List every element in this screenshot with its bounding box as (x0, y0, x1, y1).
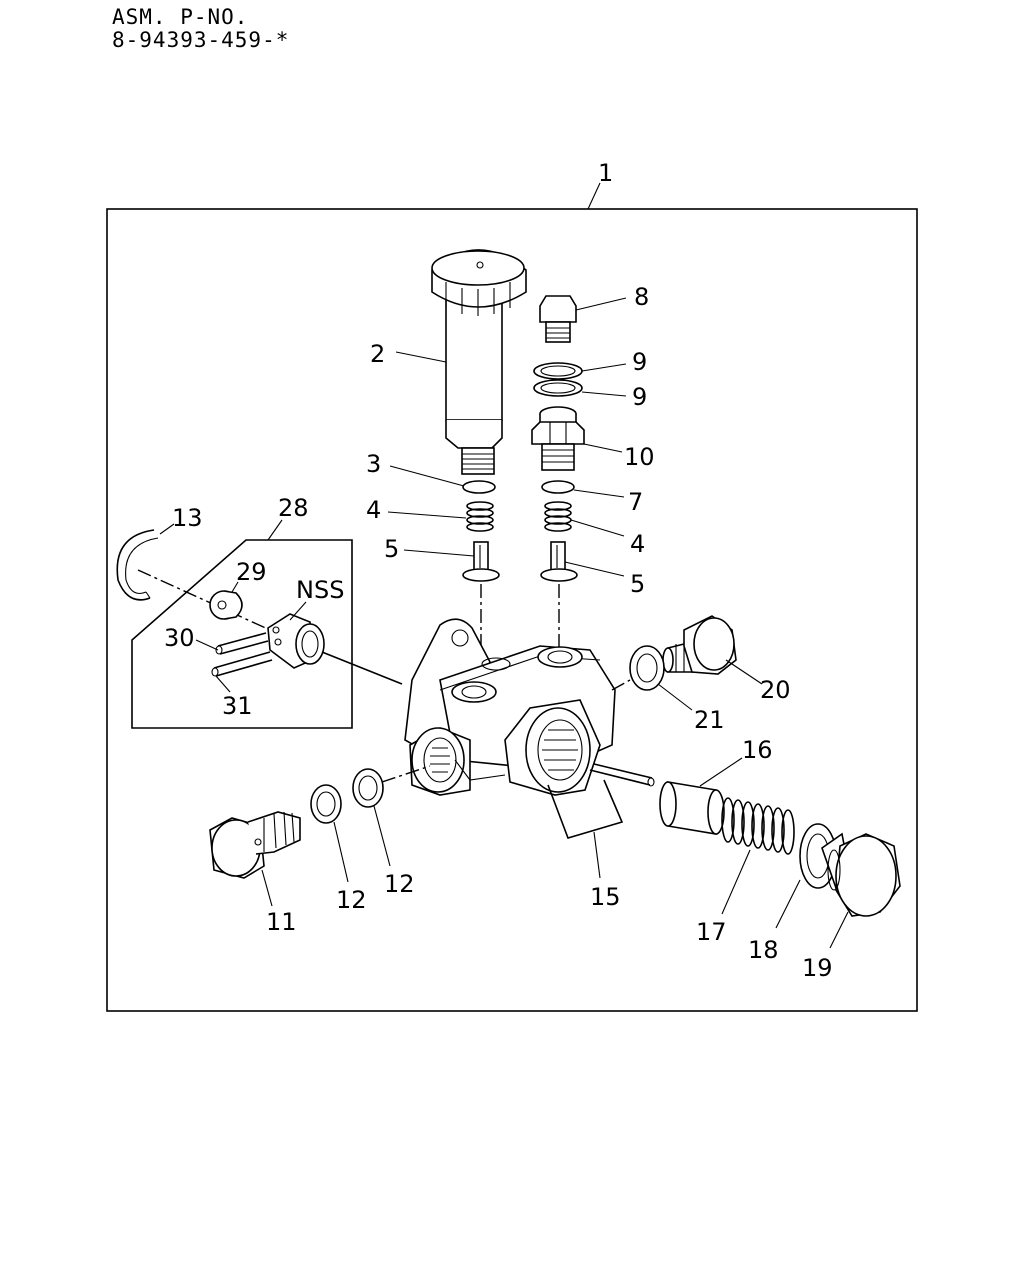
callout-4-left: 4 (366, 496, 381, 524)
callout-4-right: 4 (630, 530, 645, 558)
part-spring-17 (721, 797, 795, 855)
callout-13: 13 (172, 504, 203, 532)
part-washer-12-left (310, 784, 342, 824)
callout-9-lower: 9 (632, 383, 647, 411)
callout-31: 31 (222, 692, 253, 720)
part-eye-bolt-11 (209, 811, 301, 879)
callout-11: 11 (266, 908, 297, 936)
part-washer-9-lower (533, 379, 583, 397)
label-nss: NSS (296, 576, 344, 604)
callout-18: 18 (748, 936, 779, 964)
part-washer-21 (629, 645, 665, 691)
callout-12-right: 12 (384, 870, 415, 898)
part-spring-4-left (466, 501, 494, 532)
callout-5-left: 5 (384, 535, 399, 563)
callout-28: 28 (278, 494, 309, 522)
callout-2: 2 (370, 340, 385, 368)
part-sleeve-16 (659, 781, 725, 835)
part-o-ring-3 (462, 480, 496, 494)
callout-1: 1 (598, 159, 613, 187)
callout-15: 15 (590, 883, 621, 911)
callout-29: 29 (236, 558, 267, 586)
part-spring-4-right (544, 501, 572, 532)
part-o-ring-7 (541, 480, 575, 494)
callout-10: 10 (624, 443, 655, 471)
part-pin-30 (215, 632, 269, 655)
part-pin-31 (211, 651, 273, 677)
part-plug-8 (539, 295, 577, 343)
callout-20: 20 (760, 676, 791, 704)
part-check-valve-5-left (462, 541, 500, 582)
part-priming-pump (431, 249, 527, 475)
part-plug-19 (821, 832, 901, 917)
part-tappet-holder (267, 613, 325, 669)
part-check-valve-5-right (540, 541, 578, 582)
callout-21: 21 (694, 706, 725, 734)
header-line-1: ASM. P-NO. (112, 5, 249, 29)
part-roller-29 (209, 590, 243, 620)
pump-body (404, 618, 616, 796)
assembly-frame (106, 208, 918, 1012)
callout-9-upper: 9 (632, 348, 647, 376)
callout-8: 8 (634, 283, 649, 311)
assembly-part-number: ASM. P-NO. 8-94393-459-* (112, 6, 289, 52)
callout-30: 30 (164, 624, 195, 652)
callout-3: 3 (366, 450, 381, 478)
callout-19: 19 (802, 954, 833, 982)
header-line-2: 8-94393-459-* (112, 28, 290, 52)
part-plug-20 (662, 615, 737, 675)
callout-17: 17 (696, 918, 727, 946)
part-connector-10 (531, 406, 585, 471)
sub-assembly-box-28 (131, 539, 353, 729)
part-15-bracket (547, 779, 624, 839)
callout-12-left: 12 (336, 886, 367, 914)
part-snap-ring-13 (116, 529, 155, 601)
callout-7: 7 (628, 488, 643, 516)
callout-5-right: 5 (630, 570, 645, 598)
callout-16: 16 (742, 736, 773, 764)
part-washer-12-right (352, 768, 384, 808)
